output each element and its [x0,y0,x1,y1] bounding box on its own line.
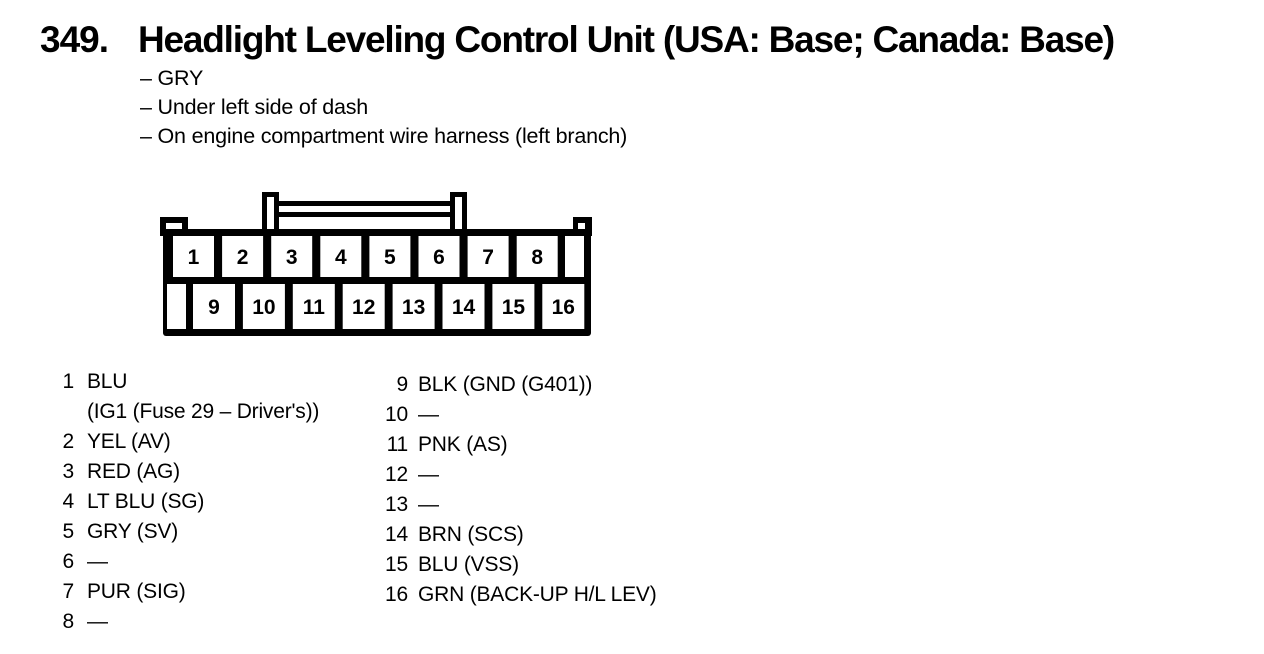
pin-row: 4 LT BLU (SG) [58,487,319,517]
connector-pin-number: 16 [552,296,575,319]
pin-wire-label: — [418,493,439,516]
pin-number: 16 [385,583,408,606]
pin-wire-label: PNK (AS) [418,433,508,456]
pin-number: 11 [386,433,409,456]
pin-number: 13 [385,493,408,516]
pin-number: 5 [62,520,75,543]
connector-pin-number: 3 [286,246,298,269]
connector-pin-number: 14 [452,296,476,319]
pin-row: 14 BRN (SCS) [382,520,657,550]
pin-row: 16 GRN (BACK-UP H/L LEV) [382,580,657,610]
pin-wire-label: — [87,550,108,573]
pin-wire-label: — [418,403,439,426]
pin-wire-label-line2: (IG1 (Fuse 29 – Driver's)) [87,400,320,423]
pin-row: 2 YEL (AV) [58,427,319,457]
pin-row: 13 — [382,490,657,520]
page-title: Headlight Leveling Control Unit (USA: Ba… [138,19,1115,60]
note-harness: – On engine compartment wire harness (le… [140,124,628,148]
pin-row: 11 PNK (AS) [382,430,657,460]
connector-pin-number: 9 [208,296,220,319]
pin-number: 9 [396,373,409,396]
pin-wire-label: YEL (AV) [87,430,171,453]
connector-cavity [222,236,264,277]
pin-list-right: 9 BLK (GND (G401)) 10 — 11 PNK (AS) 12 — 13 — 14 BR… [382,370,657,610]
connector-cavity [516,236,558,277]
connector-pin-number: 11 [303,296,326,319]
pin-number: 8 [62,610,75,633]
pin-row: 15 BLU (VSS) [382,550,657,580]
pin-row: 1 BLU(IG1 (Fuse 29 – Driver's)) [58,367,320,427]
connector-notes: – GRY – Under left side of dash – On eng… [140,64,627,151]
connector-cavity [392,284,435,329]
pin-wire-label: RED (AG) [87,460,180,483]
pin-number: 7 [62,580,75,603]
pin-wire-label: GRY (SV) [87,520,178,543]
pin-row: 10 — [382,400,657,430]
connector-pin-number: 7 [482,246,494,269]
pin-row: 7 PUR (SIG) [58,577,319,607]
pin-number: 4 [62,490,75,513]
pin-row: 6— [58,547,319,577]
connector-cavity [369,236,411,277]
pin-row: 5 GRY (SV) [58,517,319,547]
connector-cavity [242,284,285,329]
connector-pin-number: 10 [252,296,275,319]
pin-wire-label: LT BLU (SG) [87,490,205,513]
pin-wire-label: — [87,610,108,633]
connector-cavity [173,236,214,277]
connector-pin-number: 1 [188,246,200,269]
connector-pin-number: 2 [237,246,249,269]
pin-number: 15 [385,553,408,576]
connector-cavity [342,284,385,329]
pin-wire-label: BLU (VSS) [418,553,519,576]
pin-number: 10 [385,403,408,426]
pin-wire-label: BLU(IG1 (Fuse 29 – Driver's)) [87,367,319,427]
pin-wire-label: BLK (GND (G401)) [418,373,593,396]
connector-pin-number: 12 [352,296,375,319]
pin-wire-label: GRN (BACK-UP H/L LEV) [418,583,657,606]
connector-cavity [271,236,313,277]
connector-pin-number: 6 [433,246,445,269]
connector-cavity [442,284,485,329]
connector-pin-number: 15 [502,296,526,319]
connector-pin-number: 5 [384,246,396,269]
pin-row: 8— [58,607,319,637]
connector-cavity [542,284,585,329]
figure-number: 349. [40,19,109,60]
pin-row: 12 — [382,460,657,490]
pin-number: 2 [62,430,75,453]
pin-wire-label: BRN (SCS) [418,523,524,546]
connector-pin-number: 8 [531,246,543,269]
connector-cavity [467,236,509,277]
pin-number: 14 [385,523,408,546]
connector-cavity [193,284,235,329]
connector-blank-cavity-bottom-left [167,284,186,329]
connector-pin-number: 4 [335,246,347,269]
pin-number: 6 [62,550,75,573]
connector-cavity [320,236,362,277]
connector-cavity [292,284,335,329]
pin-wire-label: — [418,463,439,486]
connector-cavity [492,284,535,329]
pin-row: 3 RED (AG) [58,457,319,487]
pin-list-left: 1 BLU(IG1 (Fuse 29 – Driver's)) 2 YEL (AV) 3… [58,367,320,637]
pin-wire-label: PUR (SIG) [87,580,186,603]
pin-number: 12 [385,463,408,486]
note-location: – Under left side of dash [140,95,369,119]
connector-blank-cavity-top-right [565,236,584,277]
pin-number: 3 [62,460,75,483]
note-connector-color: – GRY [140,66,204,90]
connector-pin-number: 13 [402,296,425,319]
pin-number: 1 [62,370,75,393]
connector-cavity [418,236,460,277]
pin-row: 9 BLK (GND (G401)) [382,370,657,400]
